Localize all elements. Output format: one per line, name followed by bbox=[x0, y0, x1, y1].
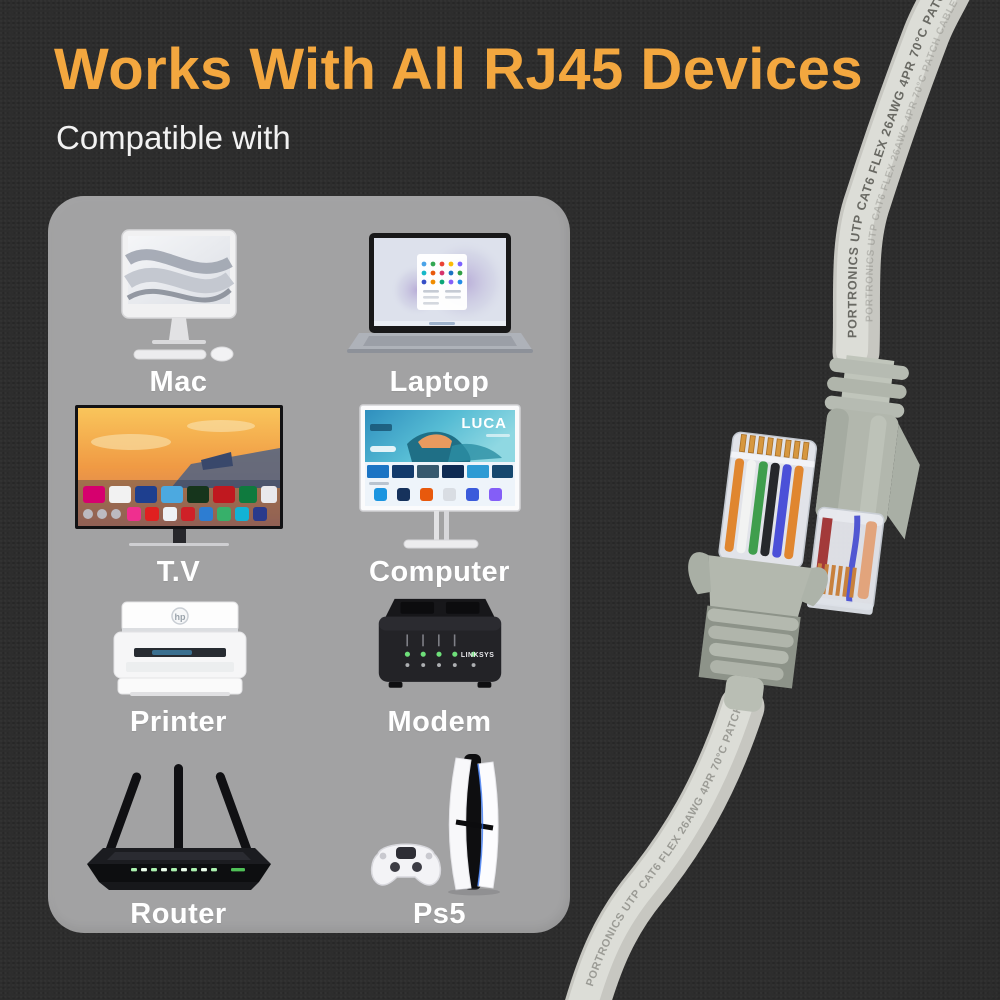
device-card-ps5: Ps5 bbox=[309, 741, 570, 933]
device-label-router: Router bbox=[130, 897, 227, 930]
computer-screen-title: LUCA bbox=[461, 415, 507, 432]
page-subtitle: Compatible with bbox=[56, 119, 291, 156]
device-card-tv: T.V bbox=[48, 401, 309, 591]
device-card-printer: hp Printer bbox=[48, 591, 309, 741]
device-label-ps5: Ps5 bbox=[412, 897, 467, 930]
device-card-mac: Mac bbox=[48, 196, 309, 401]
rj45-connector-right bbox=[807, 355, 920, 615]
device-label-mac: Mac bbox=[149, 365, 208, 398]
page-title: Works With All RJ45 Devices bbox=[54, 37, 864, 102]
printer-image: hp bbox=[113, 601, 246, 696]
device-card-router: Router bbox=[48, 741, 309, 933]
modem-image: LINKSYS bbox=[378, 598, 501, 688]
device-grid: Mac bbox=[48, 196, 570, 933]
device-card-computer: LUCA bbox=[309, 401, 570, 591]
device-label-tv: T.V bbox=[156, 555, 201, 588]
device-card-laptop: Laptop bbox=[309, 196, 570, 401]
device-label-laptop: Laptop bbox=[389, 365, 490, 398]
ps5-image bbox=[370, 753, 500, 895]
device-card-modem: LINKSYS Modem bbox=[309, 591, 570, 741]
compatibility-panel: Mac bbox=[48, 196, 570, 933]
rj45-connector-left bbox=[688, 431, 828, 712]
device-label-computer: Computer bbox=[369, 555, 510, 588]
router-image bbox=[86, 763, 271, 890]
device-label-modem: Modem bbox=[387, 705, 492, 738]
tv-image bbox=[74, 404, 283, 546]
mac-image bbox=[120, 228, 237, 362]
printer-logo-text: hp bbox=[174, 612, 185, 622]
modem-brand-text: LINKSYS bbox=[460, 652, 493, 659]
laptop-image bbox=[346, 232, 533, 353]
device-label-printer: Printer bbox=[130, 705, 227, 738]
computer-image: LUCA bbox=[358, 403, 521, 549]
